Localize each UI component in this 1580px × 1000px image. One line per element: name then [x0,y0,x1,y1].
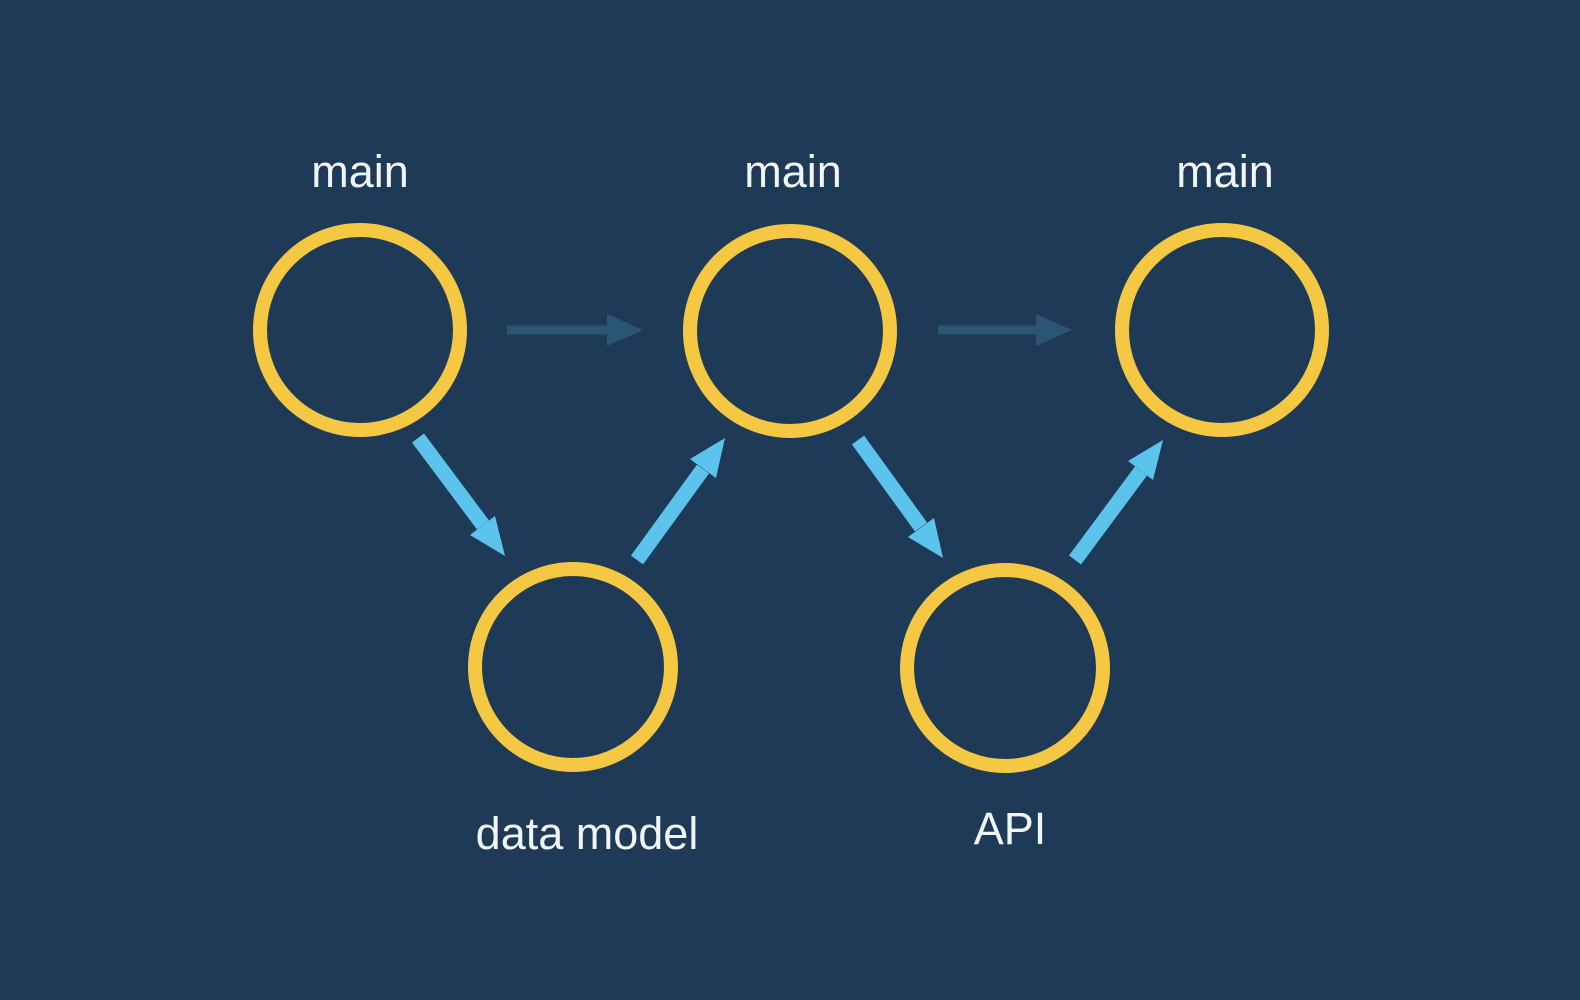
main-arrow-head-icon [1036,314,1072,346]
edge-main-2-to-api [851,435,943,558]
branch-arrow-shaft [630,464,710,565]
branch-arrow-head-icon [690,438,725,478]
branch-arrow-head-icon [470,516,505,556]
main-arrow-head-icon [607,314,643,346]
edge-api-to-main-3 [1068,440,1163,565]
branch-arrow-shaft [411,433,490,530]
edge-main-1-to-main-2 [507,314,643,346]
branch-label-data-model: data model [476,808,699,859]
branch-label-api: API [974,803,1047,854]
edge-data-model-to-main-2 [630,438,725,565]
commit-node-main-2 [683,224,897,438]
commit-node-main-1 [253,223,467,437]
branch-arrow-shaft [851,435,928,532]
commit-node-main-3 [1115,223,1329,437]
edge-main-2-to-main-3 [938,314,1072,346]
commit-node-api [900,563,1110,773]
branch-label-main-3: main [1176,146,1274,197]
branch-arrow-head-icon [908,518,943,558]
branch-arrow-shaft [1068,466,1148,565]
branch-arrow-head-icon [1128,440,1163,480]
edge-main-1-to-data-model [411,433,505,556]
branch-label-main-1: main [311,146,409,197]
commit-node-data-model [468,562,678,772]
branch-label-main-2: main [744,146,842,197]
